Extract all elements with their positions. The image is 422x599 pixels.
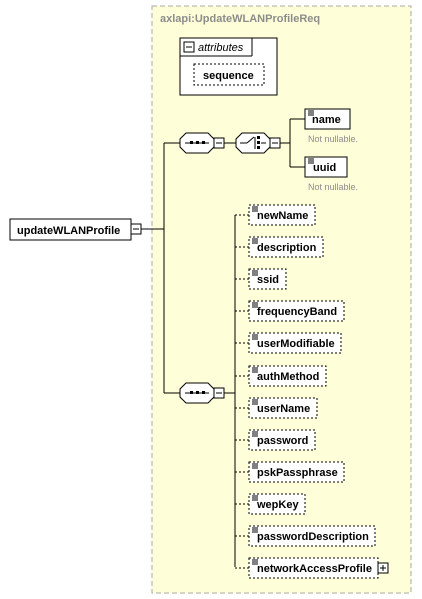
element-marker-icon	[252, 463, 258, 469]
optional-element-box	[248, 493, 306, 515]
choice-item-uuid[interactable]: uuid	[304, 156, 348, 178]
collapse-attributes-icon[interactable]	[183, 41, 195, 53]
optional-element-wepKey[interactable]: wepKey	[248, 493, 306, 515]
optional-element-label: passwordDescription	[257, 531, 369, 543]
optional-element-box	[248, 461, 345, 483]
element-marker-icon	[308, 158, 314, 164]
optional-element-box	[248, 557, 379, 579]
optional-element-box	[248, 300, 345, 322]
optional-element-label: description	[257, 242, 317, 254]
optional-element-box	[248, 204, 316, 226]
optional-element-label: ssid	[257, 274, 279, 286]
optional-element-ssid[interactable]: ssid	[248, 268, 287, 290]
choice-item-note: Not nullable.	[308, 182, 358, 192]
optional-element-box	[248, 397, 318, 419]
element-marker-icon	[252, 334, 258, 340]
element-marker-icon	[252, 367, 258, 373]
optional-element-label: networkAccessProfile	[257, 563, 372, 575]
optional-element-label: pskPassphrase	[257, 467, 338, 479]
complex-type-title: axlapi:UpdateWLANProfileReq	[160, 13, 320, 25]
element-marker-icon	[252, 559, 258, 565]
sequence-attr-label: sequence	[203, 70, 254, 82]
collapse-root-icon[interactable]	[130, 223, 142, 235]
choice-compositor-icon[interactable]	[235, 132, 271, 154]
sequence-compositor-icon[interactable]	[179, 382, 215, 404]
optional-element-frequencyBand[interactable]: frequencyBand	[248, 300, 345, 322]
element-marker-icon	[308, 110, 314, 116]
element-marker-icon	[252, 495, 258, 501]
element-marker-icon	[252, 302, 258, 308]
optional-element-description[interactable]: description	[248, 236, 324, 258]
expand-icon[interactable]	[377, 562, 389, 574]
optional-element-label: newName	[257, 210, 308, 222]
optional-element-pskPassphrase[interactable]: pskPassphrase	[248, 461, 345, 483]
optional-element-box	[248, 268, 287, 290]
optional-element-box	[248, 365, 327, 387]
collapse-sequence-icon[interactable]	[213, 387, 225, 399]
optional-element-label: wepKey	[256, 499, 299, 511]
optional-element-networkAccessProfile[interactable]: networkAccessProfile	[248, 557, 379, 579]
optional-element-userName[interactable]: userName	[248, 397, 318, 419]
collapse-sequence-icon[interactable]	[213, 137, 225, 149]
element-marker-icon	[252, 238, 258, 244]
choice-item-note: Not nullable.	[308, 134, 358, 144]
optional-element-label: frequencyBand	[257, 306, 337, 318]
optional-element-passwordDescription[interactable]: passwordDescription	[248, 525, 376, 547]
attributes-label: attributes	[198, 42, 244, 54]
optional-element-box	[248, 332, 342, 354]
sequence-compositor-icon[interactable]	[179, 132, 215, 154]
optional-element-box	[248, 429, 316, 451]
optional-element-authMethod[interactable]: authMethod	[248, 365, 327, 387]
optional-element-box	[248, 525, 376, 547]
optional-element-newName[interactable]: newName	[248, 204, 316, 226]
optional-element-label: password	[257, 435, 308, 447]
optional-element-box	[248, 236, 324, 258]
collapse-choice-icon[interactable]	[269, 137, 281, 149]
choice-item-label: uuid	[313, 162, 336, 174]
optional-element-label: userModifiable	[257, 338, 335, 350]
element-marker-icon	[252, 527, 258, 533]
choice-item-name[interactable]: name	[304, 108, 351, 130]
optional-element-password[interactable]: password	[248, 429, 316, 451]
element-marker-icon	[252, 206, 258, 212]
sequence-attr-box	[193, 63, 265, 86]
element-marker-icon	[252, 270, 258, 276]
optional-element-label: authMethod	[257, 371, 319, 383]
optional-element-list: newName description ssid frequencyBand userM…	[235, 204, 389, 579]
choice-item-label: name	[312, 114, 341, 126]
root-element-label: updateWLANProfile	[17, 225, 120, 237]
element-marker-icon	[252, 431, 258, 437]
optional-element-userModifiable[interactable]: userModifiable	[248, 332, 342, 354]
element-marker-icon	[252, 399, 258, 405]
optional-element-label: userName	[257, 403, 310, 415]
